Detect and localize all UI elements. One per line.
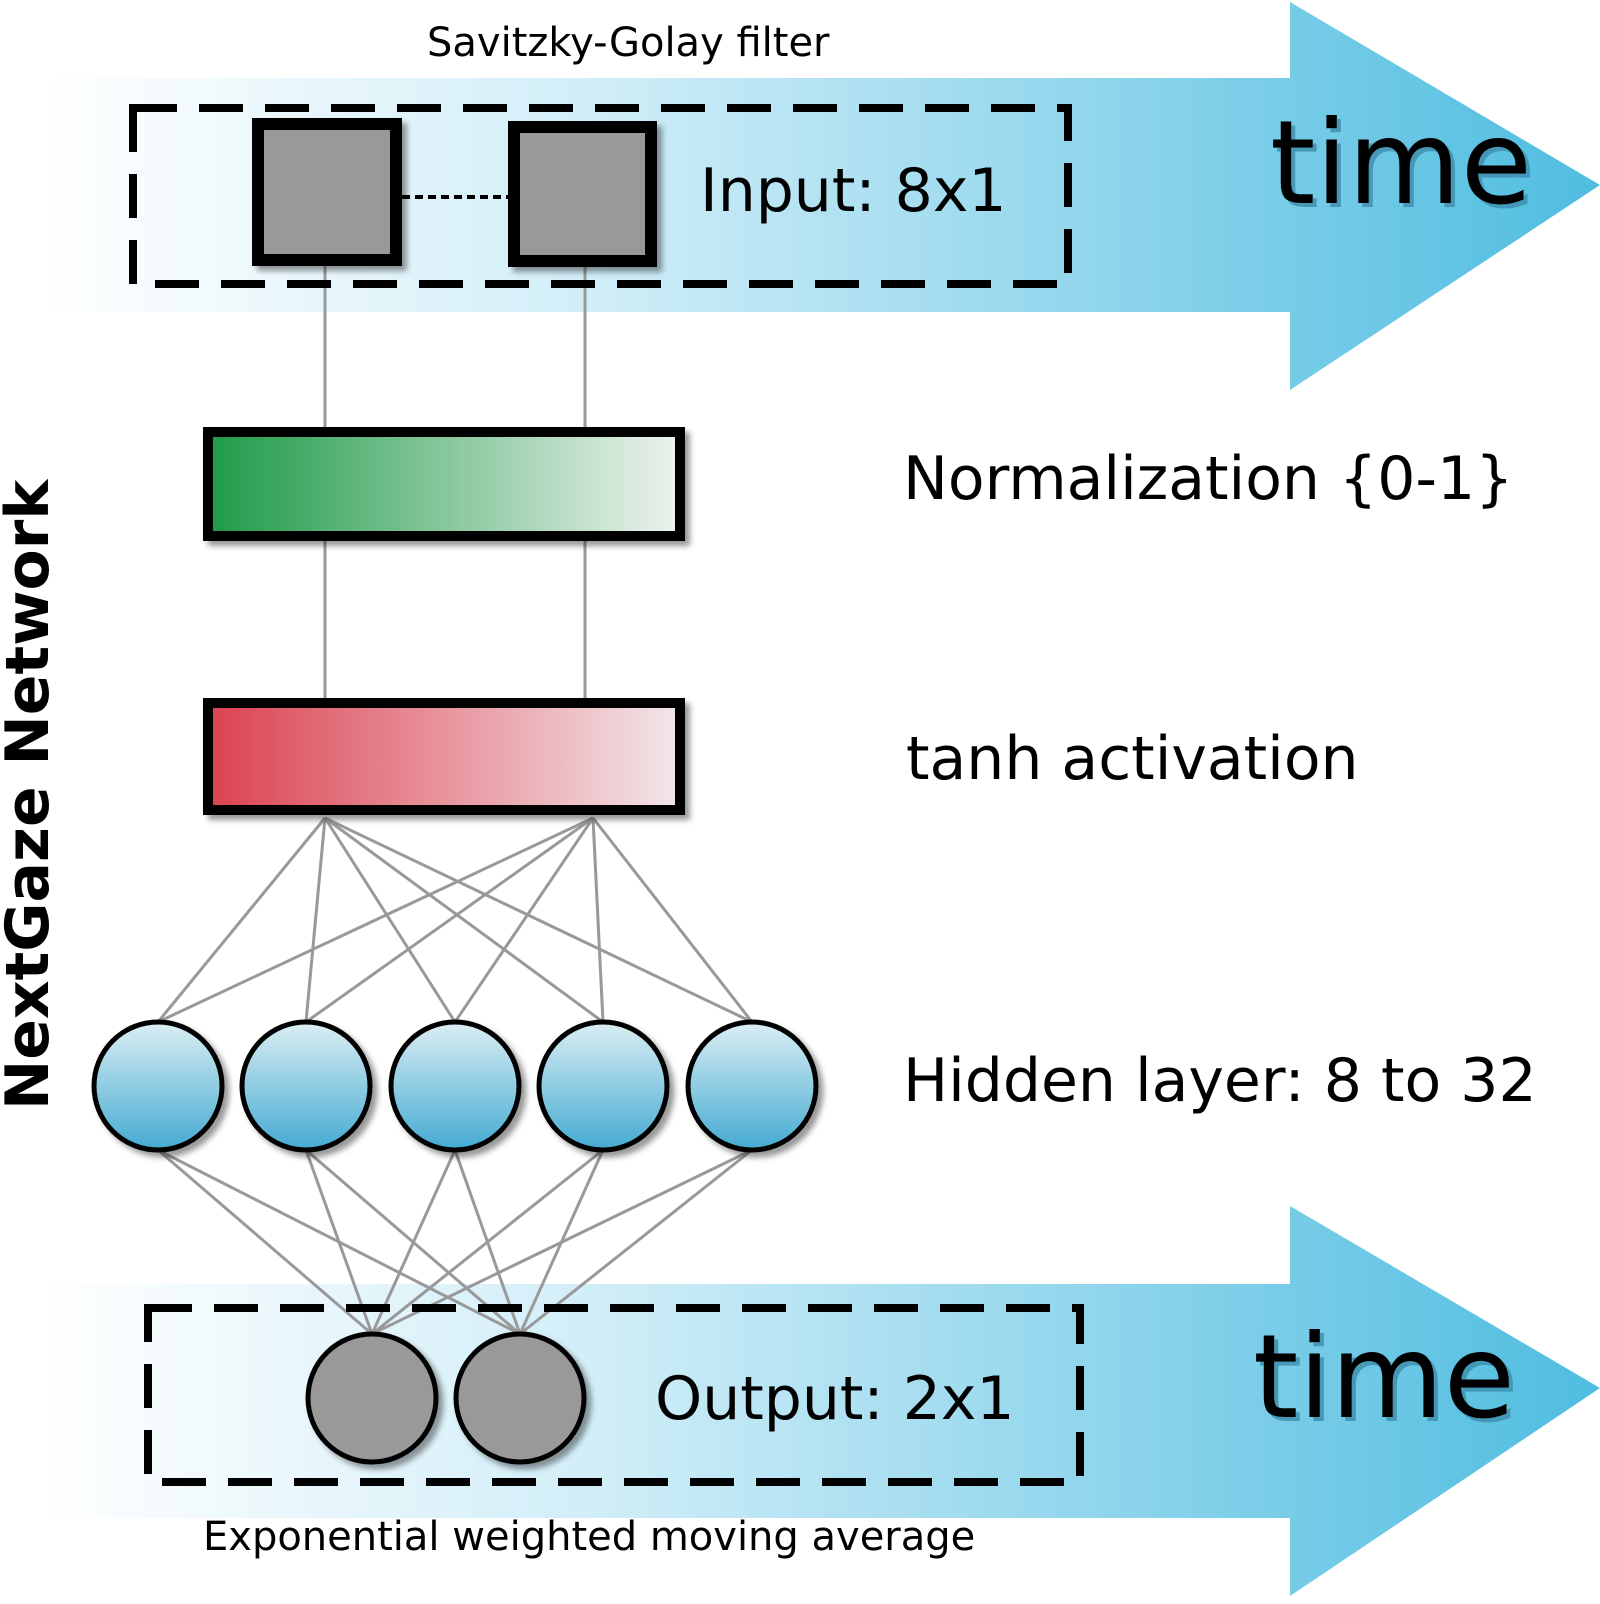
input-node-last — [508, 121, 657, 267]
bottom-time-label: time — [1253, 1310, 1515, 1445]
normalization-label: Normalization {0-1} — [903, 444, 1513, 514]
input-connections — [323, 262, 587, 702]
output-node — [305, 1331, 439, 1465]
hidden-layer — [91, 1019, 819, 1153]
hidden-to-output-connections — [157, 1148, 753, 1336]
input-label: Input: 8x1 — [700, 156, 1007, 226]
output-frame — [144, 1304, 1084, 1486]
output-label: Output: 2x1 — [655, 1364, 1015, 1434]
hidden-neuron — [685, 1019, 819, 1153]
hidden-neuron — [91, 1019, 225, 1153]
tanh-to-hidden-connections — [156, 816, 754, 1024]
bottom-time-arrow — [40, 1206, 1600, 1596]
input-node-first — [252, 118, 402, 266]
bottom-caption: Exponential weighted moving average — [203, 1514, 975, 1560]
output-node — [453, 1331, 587, 1465]
tanh-bar — [203, 698, 685, 815]
tanh-label: tanh activation — [906, 724, 1359, 794]
input-frame — [129, 104, 1072, 288]
top-caption: Savitzky-Golay filter — [427, 20, 830, 66]
top-time-arrow — [40, 2, 1600, 390]
hidden-layer-label: Hidden layer: 8 to 32 — [903, 1046, 1537, 1116]
normalization-bar — [203, 427, 685, 541]
hidden-neuron — [536, 1019, 670, 1153]
hidden-neuron — [388, 1019, 522, 1153]
hidden-neuron — [239, 1019, 373, 1153]
network-title: NextGaze Network — [0, 478, 63, 1110]
top-time-label: time — [1270, 96, 1532, 231]
